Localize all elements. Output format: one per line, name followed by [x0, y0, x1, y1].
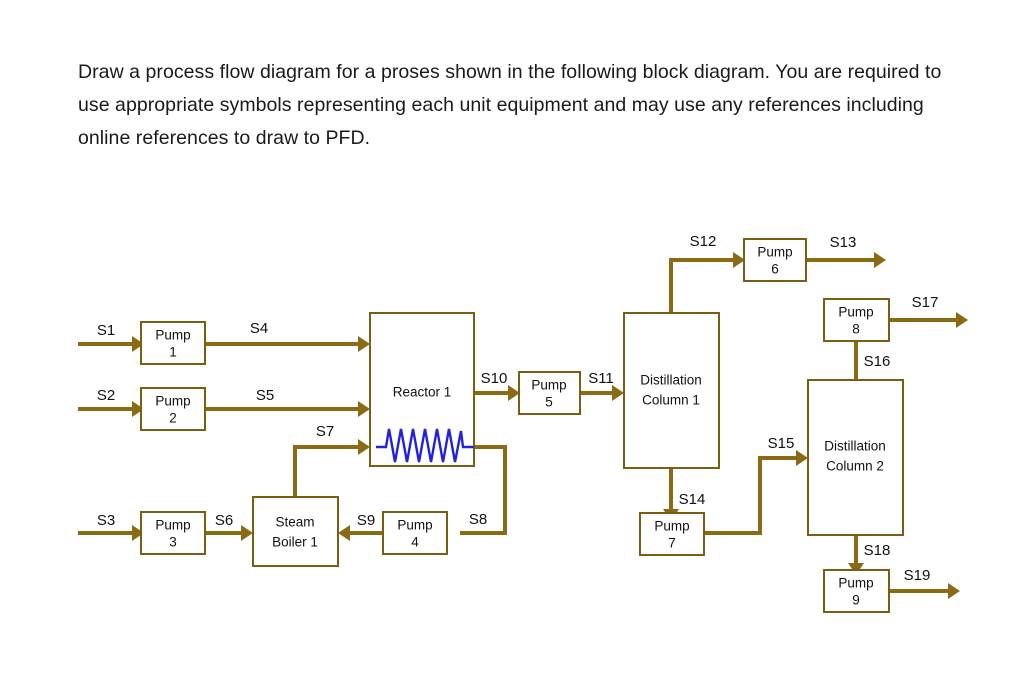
unit-distillation-column-1[interactable]: Distillation Column 1 [623, 312, 720, 469]
unit-pump-9-label-line1: Pump [838, 576, 873, 591]
unit-reactor-1[interactable]: Reactor 1 [369, 312, 475, 467]
unit-pump-1[interactable]: Pump 1 [140, 321, 206, 365]
unit-pump-1-label-line1: Pump [155, 328, 190, 343]
stream-label-s7: S7 [316, 423, 334, 440]
stream-label-s4: S4 [250, 320, 268, 337]
unit-pump-3-label-line2: 3 [169, 535, 177, 550]
stream-s8-line [460, 445, 507, 535]
stream-label-s1: S1 [97, 322, 115, 339]
unit-pump-3-label-line1: Pump [155, 518, 190, 533]
stream-s4-line [205, 336, 370, 352]
stream-label-s11: S11 [588, 370, 614, 387]
unit-steam-boiler-1[interactable]: Steam Boiler 1 [252, 496, 339, 567]
unit-pump-7[interactable]: Pump 7 [639, 512, 705, 556]
unit-pump-8-label-line1: Pump [838, 305, 873, 320]
unit-column-1-label-line1: Distillation [640, 373, 702, 388]
unit-pump-7-label-line1: Pump [654, 519, 689, 534]
stream-label-s18: S18 [864, 542, 891, 559]
stream-label-s9: S9 [357, 512, 375, 529]
unit-pump-4[interactable]: Pump 4 [382, 511, 448, 555]
stream-label-s2: S2 [97, 387, 115, 404]
stream-label-s13: S13 [830, 234, 857, 251]
stream-s12-line [669, 252, 745, 313]
unit-pump-8-label-line2: 8 [852, 322, 860, 337]
stream-label-s3: S3 [97, 512, 115, 529]
unit-pump-8[interactable]: Pump 8 [823, 298, 890, 342]
stream-label-s12: S12 [690, 233, 717, 250]
unit-pump-4-label-line2: 4 [411, 535, 419, 550]
unit-pump-6[interactable]: Pump 6 [743, 238, 807, 282]
unit-pump-9[interactable]: Pump 9 [823, 569, 890, 613]
stream-s19-line [889, 583, 960, 599]
stream-s13-line [806, 252, 886, 268]
unit-pump-7-label-line2: 7 [668, 536, 676, 551]
unit-boiler-1-label-line1: Steam [275, 515, 314, 530]
unit-reactor-1-label: Reactor 1 [393, 385, 452, 400]
unit-pump-2-label-line2: 2 [169, 411, 177, 426]
unit-column-1-label-line2: Column 1 [642, 393, 700, 408]
stream-s6-line [205, 525, 253, 541]
stream-label-s10: S10 [481, 370, 508, 387]
stream-s5-line [205, 401, 370, 417]
stream-s11-line [580, 385, 624, 401]
question-prompt: Draw a process flow diagram for a proses… [78, 61, 942, 149]
stream-s7-line [293, 439, 370, 497]
stream-label-s15: S15 [768, 435, 795, 452]
stream-label-s17: S17 [912, 294, 939, 311]
stream-s2-line [78, 401, 144, 417]
unit-column-2-label-line1: Distillation [824, 439, 886, 454]
stream-label-s16: S16 [864, 353, 891, 370]
stream-label-s6: S6 [215, 512, 233, 529]
unit-pump-5-label-line2: 5 [545, 395, 553, 410]
unit-pump-5-label-line1: Pump [531, 378, 566, 393]
unit-boiler-1-label-line2: Boiler 1 [272, 535, 318, 550]
stream-label-s8: S8 [469, 511, 487, 528]
stream-s1-line [78, 336, 144, 352]
stream-label-s5: S5 [256, 387, 274, 404]
unit-pump-5[interactable]: Pump 5 [518, 371, 581, 415]
unit-pump-4-label-line1: Pump [397, 518, 432, 533]
unit-pump-6-label-line1: Pump [757, 245, 792, 260]
stream-s17-line [889, 312, 968, 328]
unit-column-2-label-line2: Column 2 [826, 459, 884, 474]
stream-label-s19: S19 [904, 567, 931, 584]
stream-label-s14: S14 [679, 491, 706, 508]
unit-pump-2[interactable]: Pump 2 [140, 387, 206, 431]
unit-pump-2-label-line1: Pump [155, 394, 190, 409]
stream-s9-line [338, 525, 383, 541]
stream-s10-line [474, 385, 520, 401]
stream-s15-line [704, 450, 808, 535]
unit-pump-9-label-line2: 9 [852, 593, 860, 608]
unit-pump-3[interactable]: Pump 3 [140, 511, 206, 555]
unit-pump-1-label-line2: 1 [169, 345, 177, 360]
reactor-heating-coil-icon [376, 428, 474, 463]
unit-distillation-column-2[interactable]: Distillation Column 2 [807, 379, 904, 536]
stream-s3-line [78, 525, 144, 541]
unit-pump-6-label-line2: 6 [771, 262, 779, 277]
